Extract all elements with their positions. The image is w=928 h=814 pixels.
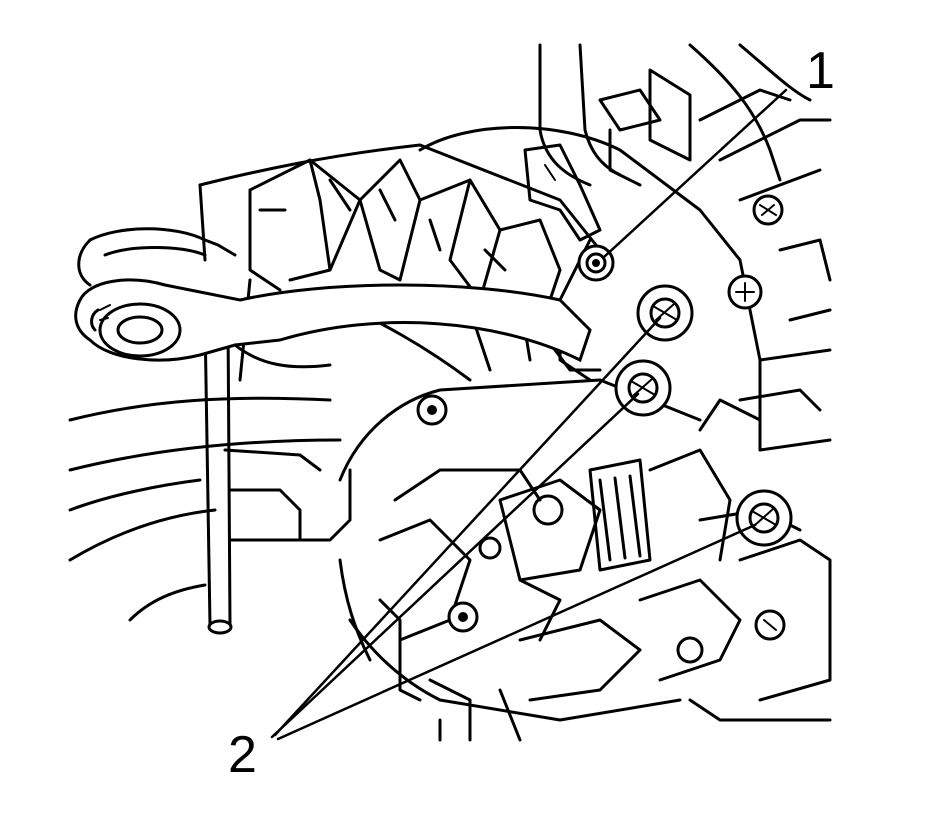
leader-line-2b	[270, 392, 640, 739]
support-rod	[203, 318, 233, 635]
leader-lines	[270, 88, 788, 741]
mounting-bracket	[198, 143, 602, 382]
leader-line-2a	[273, 316, 662, 737]
bolt-callout-2c	[735, 489, 793, 547]
leader-line-2c	[276, 523, 757, 741]
control-arm	[74, 227, 592, 369]
callout-label-2: 2	[228, 726, 257, 784]
callout-label-1: 1	[806, 42, 835, 100]
bolt-callout-1	[577, 244, 615, 282]
leader-line-1	[602, 88, 788, 259]
engine-block-outline	[68, 43, 832, 742]
